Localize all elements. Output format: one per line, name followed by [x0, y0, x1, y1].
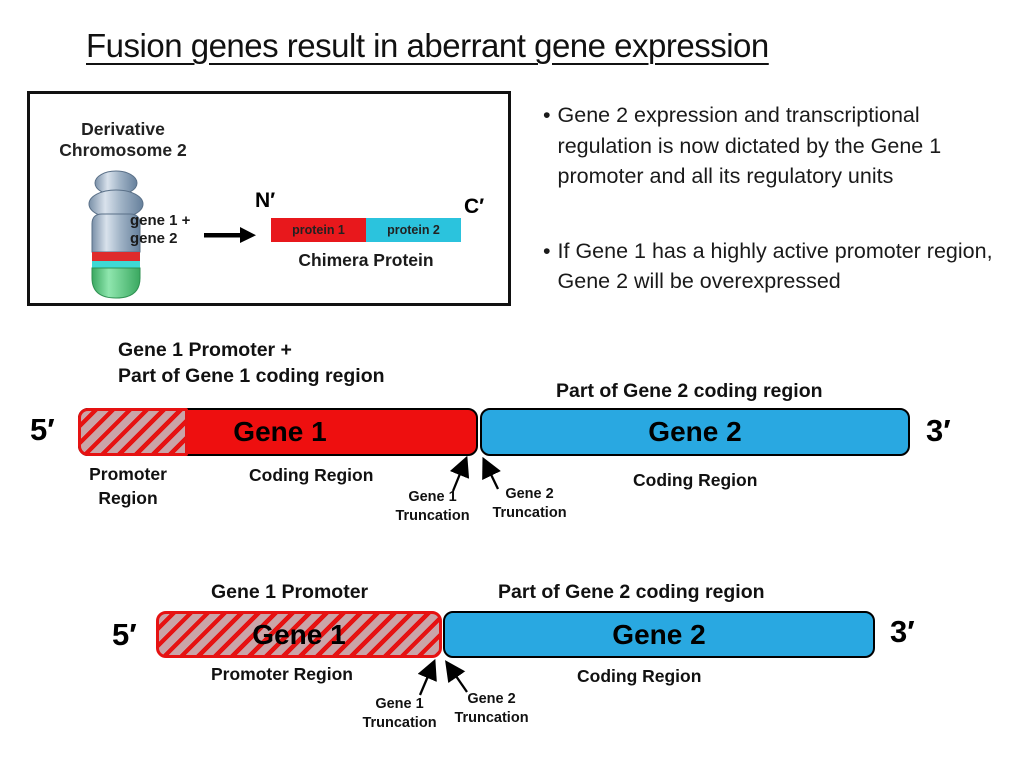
d1-three-prime-label: 3′: [926, 413, 951, 448]
chimera-inset-box: Derivative Chromosome 2: [27, 91, 511, 306]
d1-gene2-coding-region-label: Coding Region: [633, 470, 758, 490]
d1-promoter-region-label: Promoter Region: [89, 464, 167, 508]
d1-gene2-bar: Gene 2: [480, 408, 910, 456]
d2-gene2-truncation-arrow: [445, 660, 468, 693]
bullet-text-2: If Gene 1 has a highly active promoter r…: [557, 238, 993, 294]
bullet-list: • Gene 2 expression and transcriptional …: [543, 100, 1013, 297]
bullet-marker: •: [543, 238, 551, 263]
d2-gene1-bar: Gene 1: [156, 611, 442, 658]
chromosome-illustration: [88, 170, 144, 299]
chimera-protein-bar: protein 1 protein 2: [271, 218, 461, 242]
d1-gene1-truncation-arrow: [449, 455, 470, 492]
d1-gene1-region-label: Gene 1 Promoter + Part of Gene 1 coding …: [118, 339, 385, 387]
protein2-segment: protein 2: [366, 218, 461, 242]
gene1-band: [92, 252, 140, 261]
d2-gene2-truncation-label: Gene 2 Truncation: [454, 691, 529, 726]
chimera-protein-caption: Chimera Protein: [298, 250, 434, 270]
bullet-text-1: Gene 2 expression and transcriptional re…: [557, 103, 942, 188]
chromosome-green-arm: [91, 267, 141, 299]
d1-gene2-truncation-label: Gene 2 Truncation: [492, 486, 567, 521]
d1-five-prime-label: 5′: [30, 412, 55, 447]
chromosome-body: [91, 213, 141, 253]
d1-gene2-region-label: Part of Gene 2 coding region: [556, 380, 823, 402]
d2-gene1-truncation-arrow: [417, 658, 437, 696]
right-arrow-icon: [204, 227, 256, 243]
d1-gene1-coding-region-label: Coding Region: [249, 465, 374, 485]
c-terminus-label: C′: [464, 195, 485, 218]
d1-gene1-bar-label: Gene 1: [233, 416, 327, 447]
bullet-marker: •: [543, 103, 551, 127]
d1-gene2-bar-label: Gene 2: [648, 416, 742, 447]
d1-gene1-truncation-label: Gene 1 Truncation: [395, 489, 470, 524]
d2-gene1-bar-label: Gene 1: [252, 618, 346, 650]
d2-coding-region-label: Coding Region: [577, 666, 702, 686]
d1-promoter-hatched-region: [77, 407, 188, 456]
d2-promoter-region-label: Promoter Region: [211, 664, 353, 684]
d2-gene2-bar-label: Gene 2: [612, 618, 706, 650]
d2-gene1-truncation-label: Gene 1 Truncation: [362, 696, 437, 731]
d1-gene1-bar: Gene 1: [77, 407, 478, 456]
protein1-segment: protein 1: [271, 218, 366, 242]
bullet-item-2: • If Gene 1 has a highly active promoter…: [543, 236, 1013, 297]
n-terminus-label: N′: [255, 189, 276, 212]
gene1-gene2-label: gene 1 + gene 2: [130, 212, 191, 247]
gene2-band: [92, 261, 140, 268]
page-title: Fusion genes result in aberrant gene exp…: [86, 27, 769, 64]
d2-five-prime-label: 5′: [112, 617, 137, 652]
d2-gene2-region-label: Part of Gene 2 coding region: [498, 581, 765, 603]
d2-gene2-bar: Gene 2: [443, 611, 875, 658]
bullet-item-1: • Gene 2 expression and transcriptional …: [543, 100, 1013, 192]
d2-three-prime-label: 3′: [890, 614, 915, 649]
derivative-chromosome-label: Derivative Chromosome 2: [59, 119, 187, 160]
d2-gene1-promoter-label: Gene 1 Promoter: [211, 581, 369, 603]
